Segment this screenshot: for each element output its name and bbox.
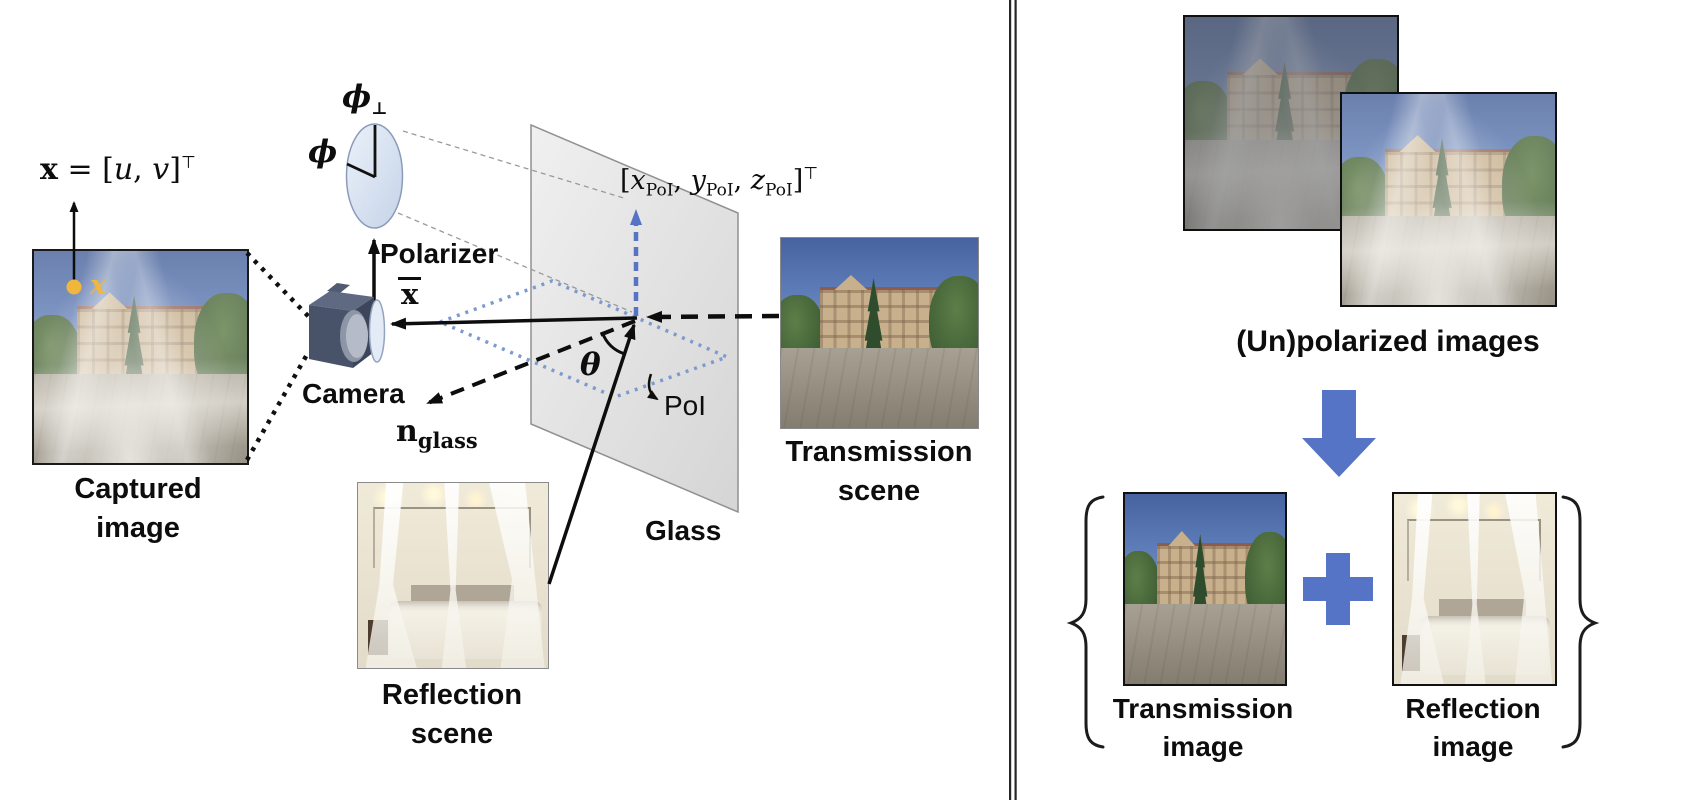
polarizer-label: Polarizer (380, 238, 499, 269)
unpolarized-images-label: (Un)polarized images (1236, 325, 1540, 358)
captured-image-label: Captured image (74, 473, 202, 544)
pixel-coordinate-formula: x = [u, v]⊤ (40, 152, 196, 187)
poi-axes-label: [xPoI, yPoI, zPoI]⊤ (620, 164, 819, 201)
transmission-scene-photo (780, 237, 979, 429)
reflection-image-photo (1392, 492, 1557, 686)
pixel-point-label: x (90, 270, 107, 301)
camera-label: Camera (302, 378, 405, 409)
poi-plane-label: PoI (664, 390, 707, 421)
reflection-image-label: Reflection image (1405, 693, 1541, 762)
transmission-scene-label: Transmission scene (785, 436, 973, 507)
unpolarized-photo-front (1340, 92, 1557, 307)
reflection-overlay (1342, 94, 1555, 305)
reflection-scene-photo (357, 482, 549, 669)
transmission-image-photo (1123, 492, 1287, 686)
transmission-image-label: Transmission image (1112, 693, 1294, 762)
reflection-scene-label: Reflection scene (381, 679, 523, 750)
phi-perp-label: ϕ⊥ (342, 79, 388, 120)
theta-label: θ (580, 347, 601, 383)
xbar-label: x (398, 276, 422, 315)
glass-normal-label: nglass (396, 414, 478, 453)
phi-label: ϕ (308, 134, 338, 170)
plaza (1125, 604, 1285, 684)
plaza (781, 348, 978, 428)
glass-label: Glass (645, 515, 722, 546)
